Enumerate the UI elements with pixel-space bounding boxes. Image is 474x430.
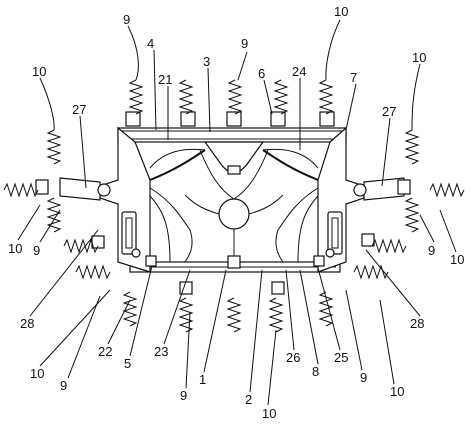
label-10-right-top: 10 (412, 50, 426, 65)
label-21: 21 (158, 72, 172, 87)
part-number-labels: 9 4 9 3 21 6 24 10 7 10 27 10 27 10 9 28… (8, 4, 464, 421)
label-9-bottom-left: 9 (60, 378, 67, 393)
label-26: 26 (286, 350, 300, 365)
label-22: 22 (98, 344, 112, 359)
label-6: 6 (258, 66, 265, 81)
label-28-left: 28 (20, 316, 34, 331)
label-2: 2 (245, 392, 252, 407)
label-9-top-mid: 9 (241, 36, 248, 51)
label-1: 1 (199, 372, 206, 387)
label-27-right: 27 (382, 104, 396, 119)
label-10-left-bottom: 10 (30, 366, 44, 381)
main-frame (59, 126, 405, 273)
label-23: 23 (154, 344, 168, 359)
label-4: 4 (147, 36, 154, 51)
label-9-bottom-right: 9 (360, 370, 367, 385)
label-10-left: 10 (32, 64, 46, 79)
label-28-right: 28 (410, 316, 424, 331)
label-10-bottom-right: 10 (390, 384, 404, 399)
label-9-left: 9 (33, 243, 40, 258)
label-8: 8 (312, 364, 319, 379)
label-5: 5 (124, 356, 131, 371)
label-7: 7 (350, 70, 357, 85)
label-9-right: 9 (428, 243, 435, 258)
label-27-left: 27 (72, 102, 86, 117)
label-10-far-right: 10 (450, 252, 464, 267)
label-10-bottom: 10 (262, 406, 276, 421)
label-25: 25 (334, 350, 348, 365)
leader-lines (17, 19, 457, 406)
label-9-top-left: 9 (123, 12, 130, 27)
label-10-top: 10 (334, 4, 348, 19)
label-10-far-left: 10 (8, 241, 22, 256)
label-3: 3 (203, 54, 210, 69)
label-24: 24 (292, 64, 306, 79)
label-9-bottom-mid: 9 (180, 388, 187, 403)
